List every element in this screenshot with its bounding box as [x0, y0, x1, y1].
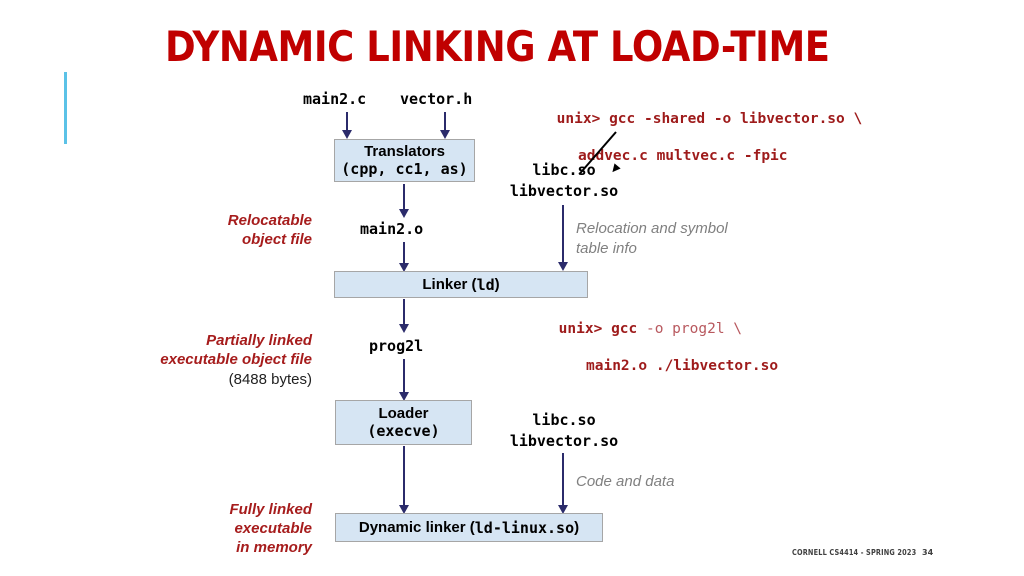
arrow-linker-to-prog-head: [399, 324, 409, 333]
footer-page-number: 34: [922, 548, 934, 557]
arrow-main2o-to-linker-head: [399, 263, 409, 272]
linker-box-prefix: Linker (: [422, 276, 477, 293]
translators-box[interactable]: Translators (cpp, cc1, as): [334, 139, 475, 182]
page-title: DYNAMIC LINKING AT LOAD-TIME: [165, 22, 830, 71]
dynamic-linker-box-mono: ld-linux.so: [474, 518, 575, 537]
arrow-main2o-to-linker-shaft: [403, 242, 405, 264]
arrow-translators-to-main2o-shaft: [403, 184, 405, 210]
arrow-main2c-to-translators-shaft: [346, 112, 348, 131]
object-file-label: main2.o: [360, 220, 424, 238]
arrow-main2c-to-translators-head: [342, 130, 352, 139]
translators-box-title: Translators: [364, 143, 445, 160]
arrow-vectorh-to-translators-shaft: [444, 112, 446, 131]
loader-box[interactable]: Loader (execve): [335, 400, 472, 445]
shell-prompt-2: unix>: [558, 321, 612, 337]
translators-box-subtitle: (cpp, cc1, as): [341, 160, 468, 178]
arrow-libs-to-dynlinker-head: [558, 505, 568, 514]
label-partially-linked-size: (8488 bytes): [228, 371, 312, 388]
shared-libs-bottom-line1: libc.so: [532, 411, 596, 429]
label-fully-linked: Fully linked executable in memory: [229, 501, 312, 556]
shared-libs-top-line2: libvector.so: [509, 182, 619, 200]
arrow-prog-to-loader-shaft: [403, 359, 405, 393]
arrow-loader-to-dynlinker-head: [399, 505, 409, 514]
shared-build-command: unix> gcc -shared -o libvector.so \ addv…: [530, 92, 863, 164]
prog-build-command-gcc: gcc: [611, 321, 638, 337]
program-label: prog2l: [369, 337, 424, 355]
loader-box-subtitle: (execve): [367, 422, 440, 440]
annotation-code-and-data: Code and data: [576, 473, 675, 490]
linker-box[interactable]: Linker (ld): [334, 271, 588, 298]
arrow-linker-to-prog-shaft: [403, 299, 405, 325]
label-partially-linked: Partially linked executable object file: [160, 332, 312, 368]
loader-box-title: Loader: [378, 405, 429, 422]
arrow-loader-to-dynlinker-shaft: [403, 446, 405, 506]
shared-libs-top: libc.so libvector.so: [502, 160, 626, 202]
arrow-libs-to-linker-shaft: [562, 205, 564, 263]
linker-box-mono: ld: [476, 275, 495, 294]
accent-bar: [64, 72, 67, 144]
arrow-libs-to-dynlinker-shaft: [562, 453, 564, 506]
shell-prompt-1: unix>: [556, 111, 610, 127]
arrow-prog-to-loader-head: [399, 392, 409, 401]
header-file-label: vector.h: [400, 90, 473, 108]
arrow-translators-to-main2o-head: [399, 209, 409, 218]
prog-build-command: unix> gcc -o prog2l \ main2.o ./libvecto…: [532, 302, 778, 374]
dynamic-linker-box[interactable]: Dynamic linker (ld-linux.so): [335, 513, 603, 542]
arrow-libs-to-linker-head: [558, 262, 568, 271]
linker-box-suffix: ): [494, 276, 500, 293]
prog-build-command-line2: main2.o ./libvector.so: [586, 358, 779, 374]
arrow-vectorh-to-translators-head: [440, 130, 450, 139]
shared-libs-bottom-line2: libvector.so: [509, 432, 619, 450]
prog-build-command-args: -o prog2l \: [637, 321, 743, 337]
source-file-label: main2.c: [303, 90, 367, 108]
shared-libs-top-line1: libc.so: [532, 161, 596, 179]
dynamic-linker-box-suffix: ): [574, 519, 580, 536]
footer-course-label: CORNELL CS4414 - SPRING 2023: [792, 548, 917, 557]
shared-build-command-line1: gcc -shared -o libvector.so \: [609, 111, 863, 127]
dynamic-linker-box-prefix: Dynamic linker (: [358, 519, 475, 536]
label-relocatable-object-file: Relocatable object file: [227, 212, 312, 248]
annotation-relocation-info: Relocation and symbol table info: [576, 220, 728, 257]
shared-libs-bottom: libc.so libvector.so: [502, 410, 626, 452]
